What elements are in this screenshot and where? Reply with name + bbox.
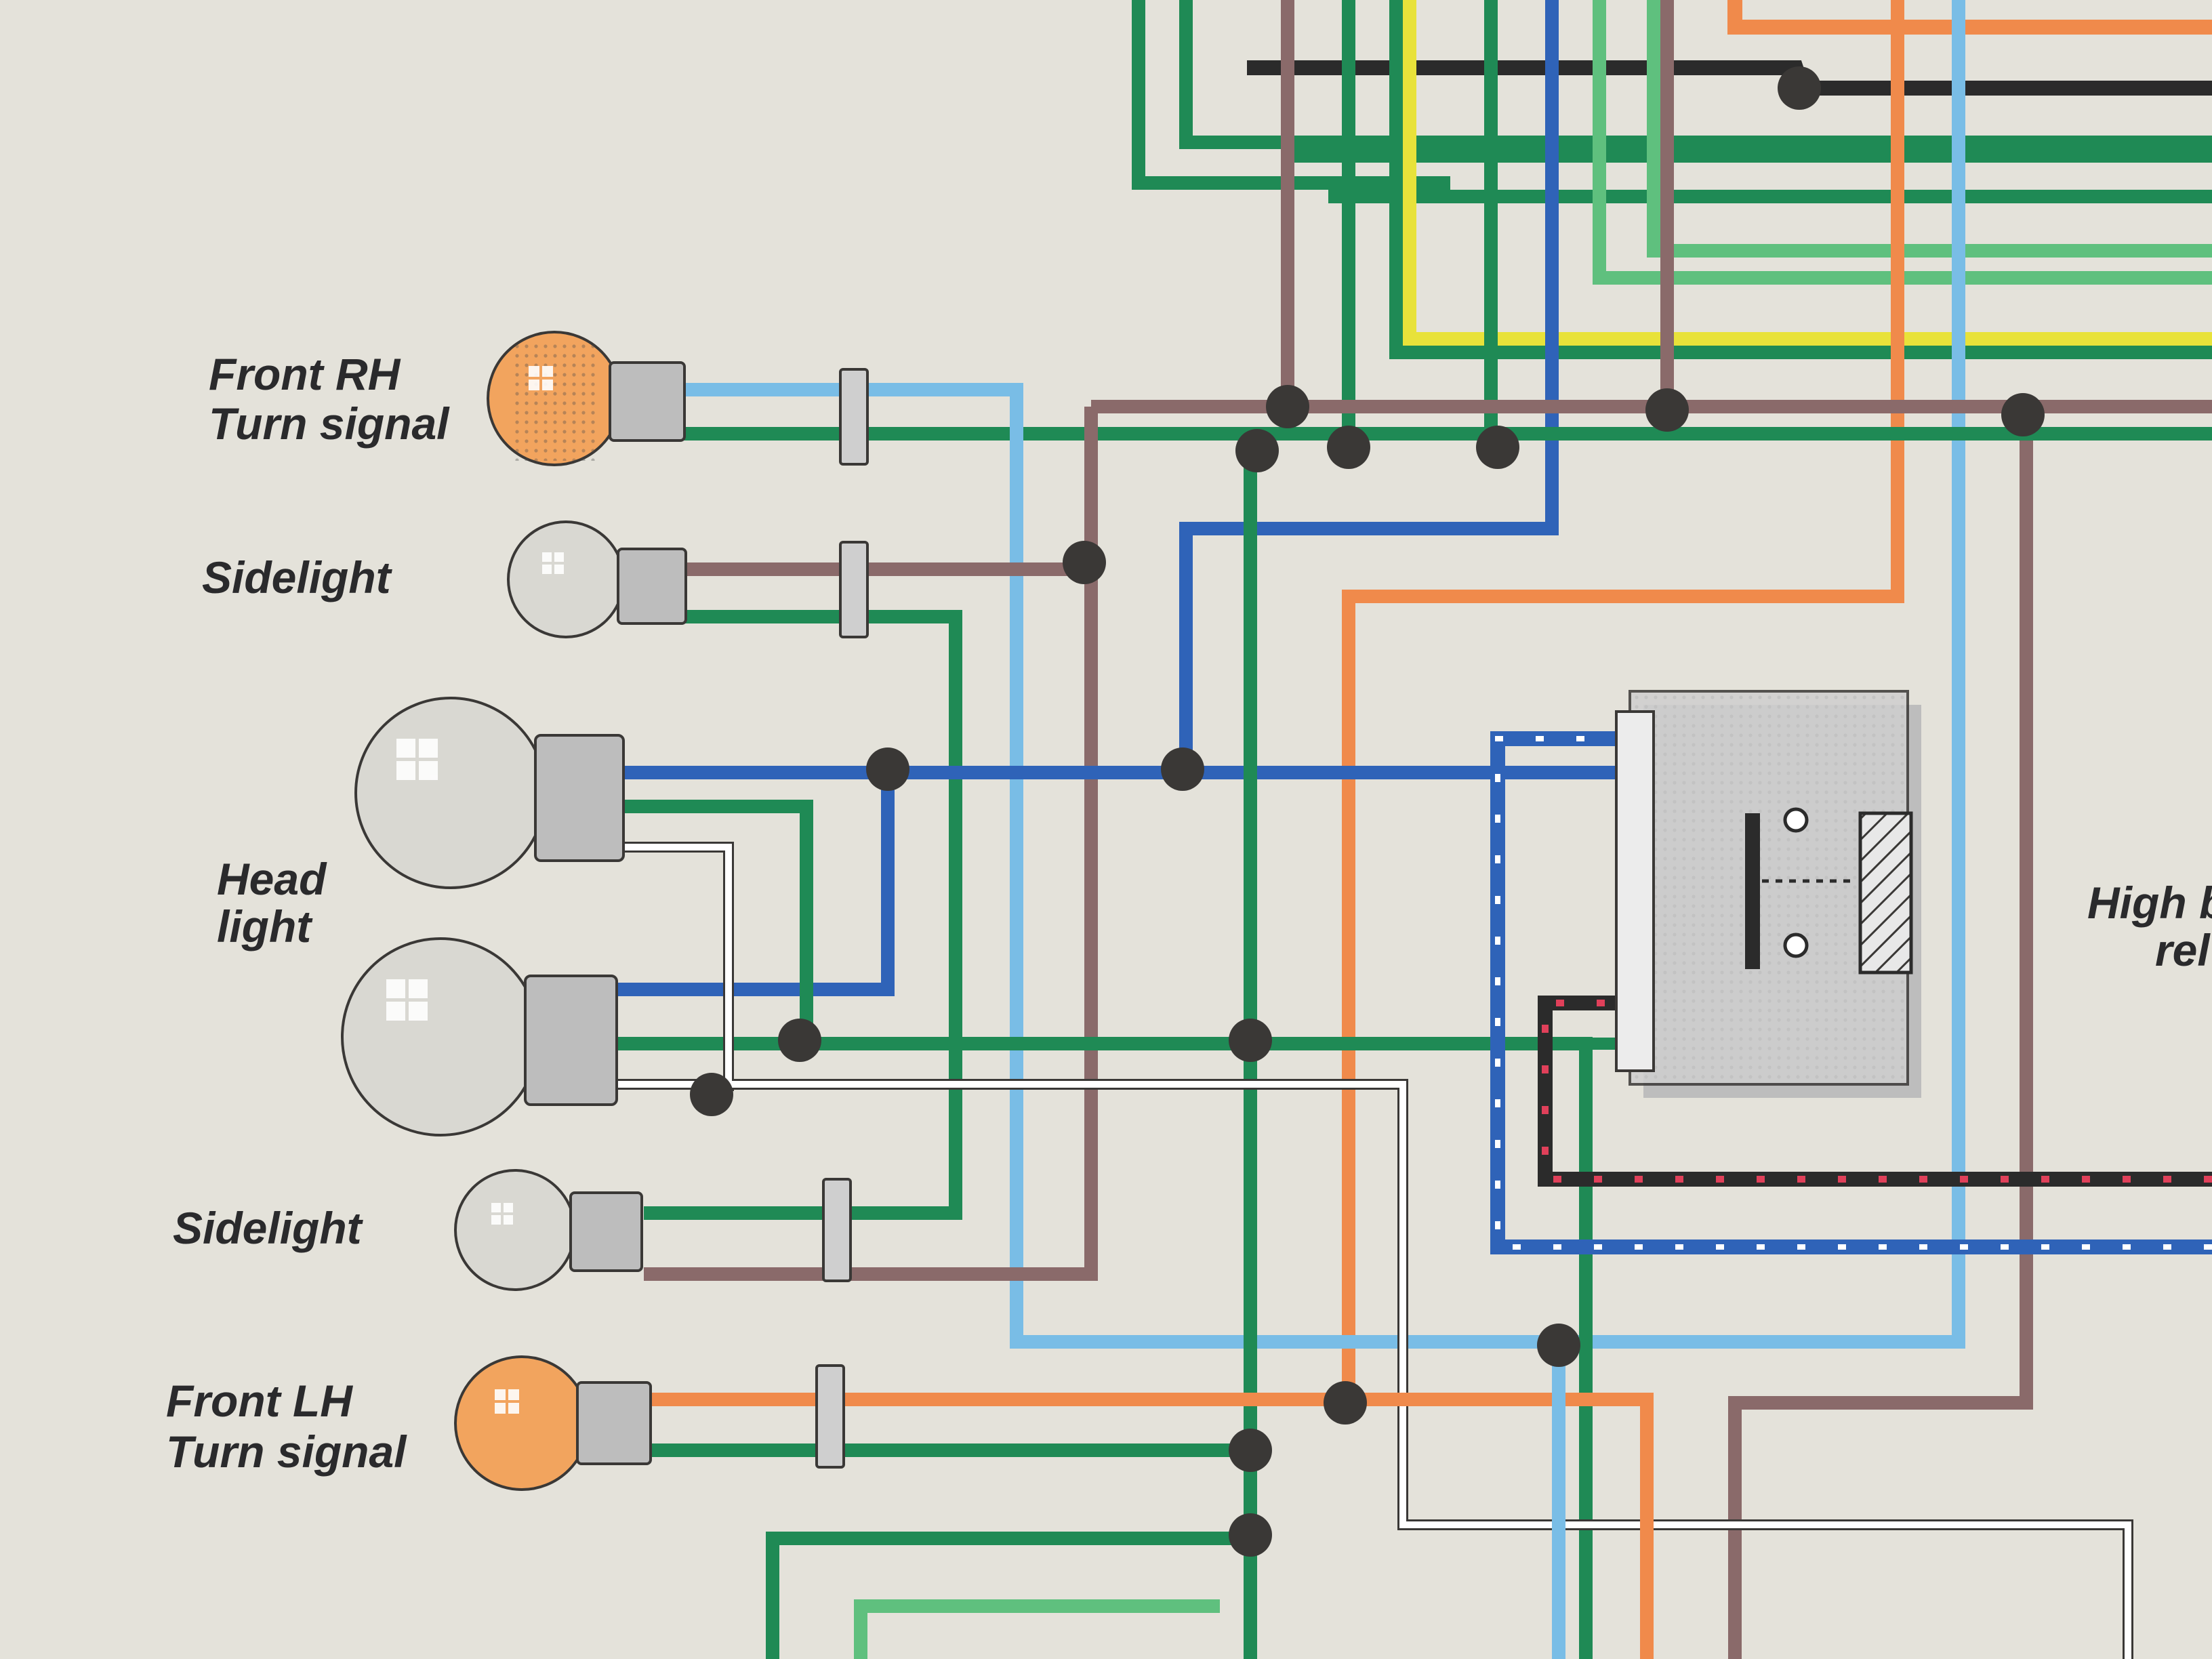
bulb-front-rh <box>487 331 686 466</box>
junction-dot-icon <box>1327 426 1370 469</box>
junction-dot-icon <box>866 747 909 791</box>
junction-dot-icon <box>1645 388 1689 432</box>
wire-green-sidelight-top <box>644 610 962 1220</box>
label-sidelight-top: Sidelight <box>202 552 393 602</box>
label-sidelight-bottom: Sidelight <box>173 1203 364 1253</box>
connector-icon <box>815 1364 845 1469</box>
wire-yellow-top <box>1403 0 2212 346</box>
bulb-sidelight-bottom <box>454 1169 643 1291</box>
junction-dot-icon <box>1229 1429 1272 1472</box>
junction-dot-icon <box>1266 385 1309 428</box>
wire-green-yellow-base <box>1389 0 2212 359</box>
label-headlight-1: Head <box>217 854 327 904</box>
connector-icon <box>839 541 869 638</box>
wire-lightgreen-top <box>1593 0 2212 285</box>
connector-layer <box>815 368 869 1469</box>
wire-blue-vert-top <box>1179 0 1559 773</box>
wire-lightblue-vertical <box>1010 0 1965 1349</box>
label-layer: Front RH Turn signal Sidelight Head ligh… <box>166 349 2212 1477</box>
label-headlight-2: light <box>217 901 313 951</box>
bulb-clear-icon <box>354 697 547 889</box>
relay-icon <box>1615 690 1921 1098</box>
label-front-rh-1: Front RH <box>209 349 401 399</box>
wire-blue-relay-loop-dash <box>1495 736 2212 1250</box>
wire-green-bottom-1 <box>766 1532 1250 1659</box>
junction-dot-icon <box>690 1073 733 1116</box>
wire-brown-right-vert <box>1728 413 2033 1659</box>
wire-green-headlight-1 <box>620 800 813 1037</box>
label-front-rh-2: Turn signal <box>209 398 450 449</box>
wire-white-1 <box>610 844 2131 1659</box>
junction-dot-icon <box>1324 1381 1367 1425</box>
junction-dot-icon <box>1229 1513 1272 1557</box>
junction-dot-icon <box>2001 393 2045 436</box>
bulb-front-lh <box>454 1355 652 1491</box>
junction-dot-icon <box>1063 541 1106 584</box>
wire-lightgreen-top-2 <box>1647 0 2212 258</box>
junction-dot-icon <box>1778 66 1821 110</box>
bulb-headlight-upper <box>354 697 625 889</box>
junction-dot-icon <box>1476 426 1519 469</box>
label-relay-1: High b <box>2087 878 2212 928</box>
junction-dot-icon <box>1161 747 1204 791</box>
connector-icon <box>822 1178 852 1282</box>
wire-blue-headlight-loop <box>610 773 895 996</box>
junction-dot-icon <box>778 1019 821 1062</box>
bulb-clear-icon <box>507 520 625 638</box>
bulb-sidelight-top <box>507 520 687 638</box>
bulb-headlight-lower <box>341 937 618 1136</box>
bulb-clear-icon <box>454 1169 576 1291</box>
junction-dot-icon <box>1537 1324 1580 1367</box>
label-front-lh-2: Turn signal <box>166 1427 407 1477</box>
junction-layer <box>690 66 2045 1557</box>
label-relay-2: rel <box>2155 925 2211 975</box>
wire-lightgreen-bottom <box>854 1599 1220 1659</box>
label-front-lh-1: Front LH <box>166 1376 353 1426</box>
bulb-clear-icon <box>341 937 540 1136</box>
wire-brown-sidelight-drop <box>644 569 1098 1281</box>
bulb-amber-icon <box>454 1355 590 1491</box>
wire-orange-top <box>1727 0 2212 35</box>
wire-orange-main <box>1342 0 1904 1403</box>
junction-dot-icon <box>1229 1019 1272 1062</box>
wire-green-bundle-2 <box>1179 0 2212 149</box>
connector-icon <box>839 368 869 466</box>
wire-lightblue-rh <box>678 383 1023 1342</box>
wire-layer <box>610 0 2212 1659</box>
wire-orange-lh <box>651 1393 1654 1659</box>
junction-dot-icon <box>1235 429 1279 472</box>
